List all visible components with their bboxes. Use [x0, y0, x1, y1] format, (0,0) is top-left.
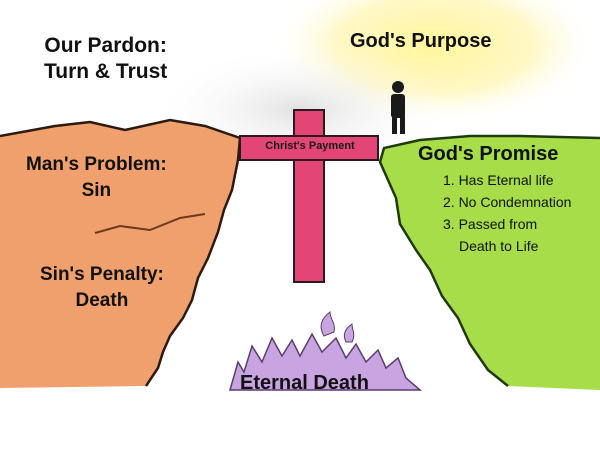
fire-flame-tiny: [343, 323, 355, 343]
penalty-label: Sin's Penalty: Death: [40, 262, 164, 314]
left-cliff-edge: [0, 118, 242, 387]
eternal-death-label: Eternal Death: [240, 372, 369, 394]
fire: [229, 332, 423, 391]
payment-label: Christ's Payment: [265, 140, 355, 152]
promise-item-2: 2. No Condemnation: [443, 194, 572, 210]
pardon-line-2: Turn & Trust: [44, 60, 168, 83]
promise-item-3: 3. Passed from: [443, 216, 538, 232]
person-figure: [391, 81, 405, 134]
pardon-line-1: Our Pardon:: [44, 34, 167, 57]
promise-list: 1. Has Eternal life 2. No Condemnation 3…: [443, 169, 571, 257]
problem-line-2: Sin: [81, 180, 112, 201]
promise-title: God's Promise: [418, 143, 559, 165]
promise-item-3-continued: Death to Life: [459, 238, 539, 254]
purpose-label: God's Purpose: [350, 30, 492, 52]
problem-label: Man's Problem: Sin: [26, 152, 167, 204]
left-cliff-crack: [94, 213, 206, 234]
right-cliff: [380, 136, 600, 390]
promise-item-1: 1. Has Eternal life: [443, 172, 554, 188]
problem-line-1: Man's Problem:: [26, 154, 167, 175]
pardon-label: Our Pardon: Turn & Trust: [44, 33, 167, 85]
cross-horizontal: [239, 135, 379, 161]
penalty-line-2: Death: [75, 290, 129, 311]
cross: [239, 109, 379, 283]
fire-flame-small: [320, 311, 335, 337]
right-cliff-edge: [378, 134, 600, 387]
penalty-line-1: Sin's Penalty:: [40, 264, 164, 285]
